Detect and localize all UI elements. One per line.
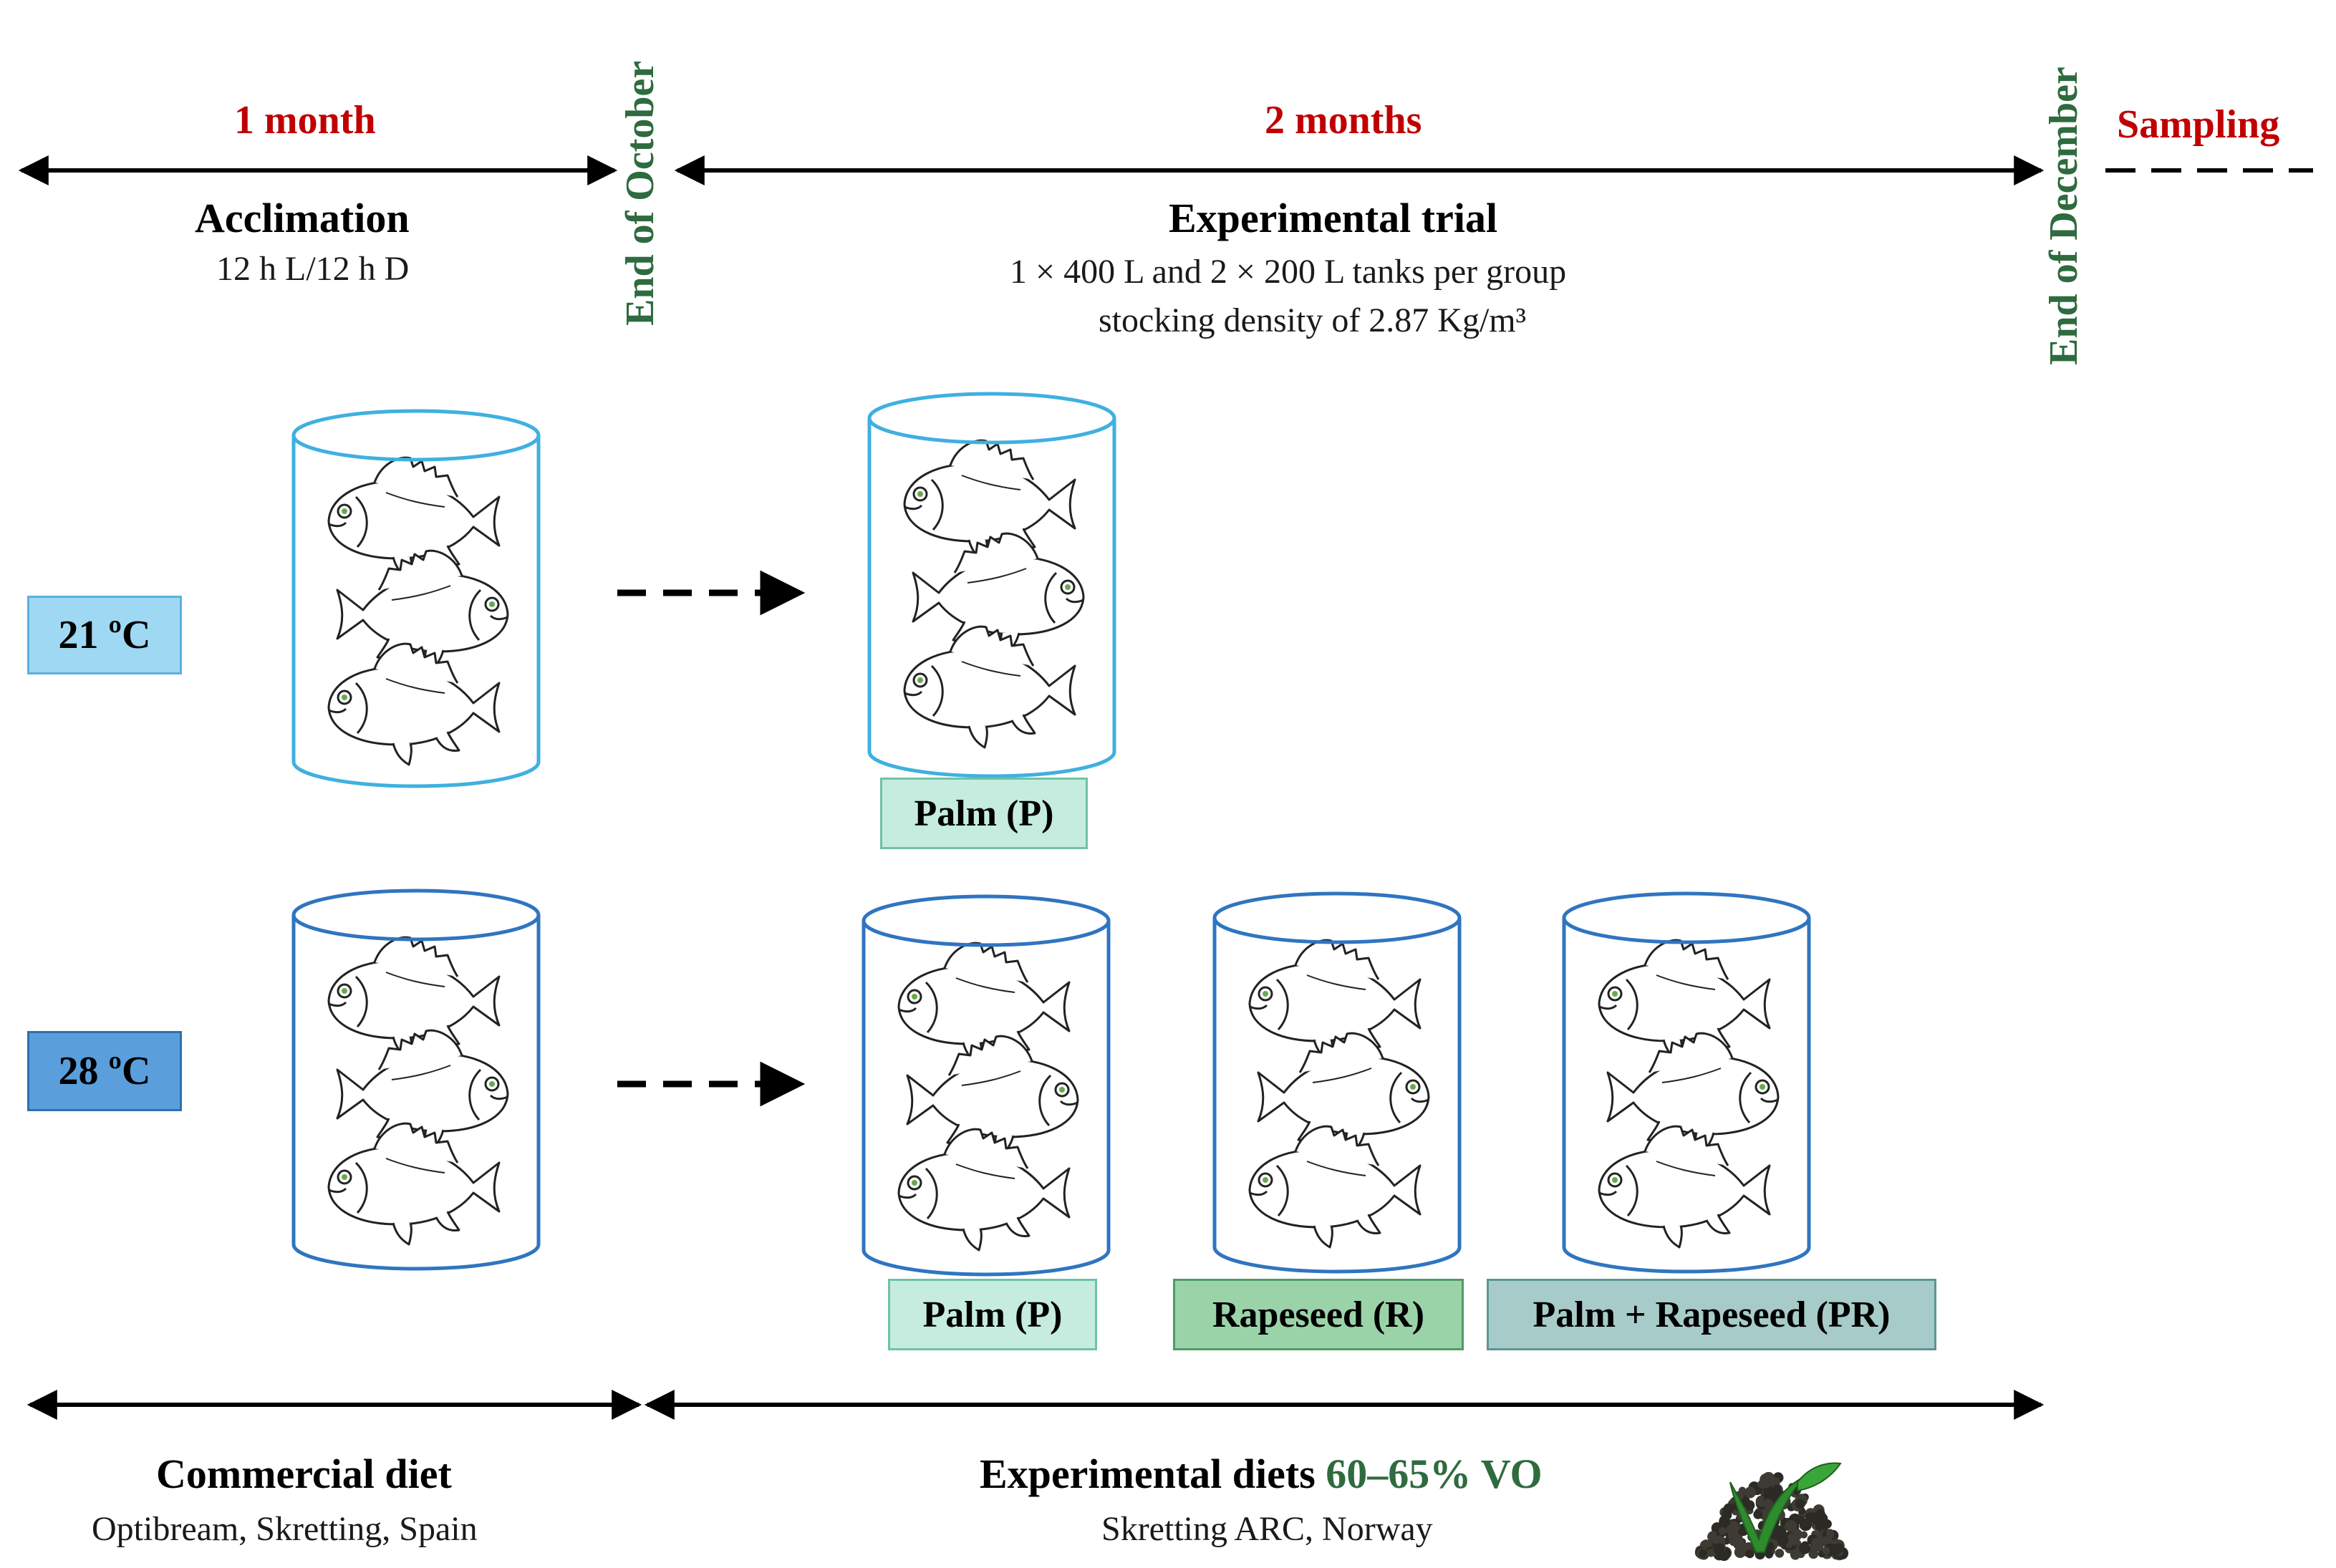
acclimation-title: Acclimation — [195, 195, 410, 241]
tanks-text: 1 × 400 L and 2 × 200 L tanks per group — [1010, 253, 1567, 291]
diet-label-palm-21: Palm (P) — [880, 778, 1088, 849]
commercial-diet-title: Commercial diet — [156, 1451, 452, 1497]
fish-icon — [1248, 939, 1422, 1063]
fish-icon — [906, 1035, 1079, 1158]
fish-icon — [327, 1122, 501, 1246]
leaf-icon — [1729, 1476, 1805, 1553]
experimental-diet-vo: 60–65% VO — [1326, 1451, 1543, 1497]
fish-icon — [903, 439, 1076, 563]
experimental-diet-title-text: Experimental diets — [980, 1451, 1316, 1497]
end-of-october-label: End of October — [618, 60, 662, 326]
tank-28-acclimation — [291, 889, 541, 1271]
tank-21-palm — [867, 392, 1116, 778]
diet-label-palm-rapeseed-28: Palm + Rapeseed (PR) — [1487, 1279, 1936, 1350]
fish-icon — [903, 625, 1076, 749]
fish-icon — [1598, 939, 1771, 1063]
experimental-diet-source: Skretting ARC, Norway — [1101, 1510, 1433, 1548]
fish-icon — [1598, 1125, 1771, 1249]
sampling-label: Sampling — [2117, 102, 2280, 147]
tank-28-palm-rapeseed — [1562, 891, 1811, 1274]
tank-28-rapeseed — [1212, 891, 1462, 1274]
experimental-diet-title: Experimental diets 60–65% VO — [980, 1453, 1543, 1495]
density-text: stocking density of 2.87 Kg/m³ — [1099, 301, 1527, 339]
fish-icon — [327, 936, 501, 1060]
diet-label-rapeseed-28: Rapeseed (R) — [1173, 1279, 1464, 1350]
pellet-pile-icon — [1694, 1462, 1849, 1561]
tank-21-acclimation — [291, 409, 541, 788]
commercial-diet-source: Optibream, Skretting, Spain — [92, 1510, 478, 1548]
photoperiod-text: 12 h L/12 h D — [216, 250, 410, 288]
trial-duration: 2 months — [1265, 98, 1422, 142]
fish-icon — [897, 942, 1071, 1065]
temp-28-box: 28 ºC — [27, 1031, 182, 1111]
acclimation-duration: 1 month — [234, 98, 376, 142]
fish-icon — [336, 549, 509, 673]
fish-icon — [897, 1128, 1071, 1252]
fish-icon — [327, 642, 501, 766]
end-of-december-label: End of December — [2042, 67, 2086, 365]
trial-title: Experimental trial — [1169, 195, 1498, 241]
diet-label-palm-28: Palm (P) — [888, 1279, 1097, 1350]
fish-icon — [1248, 1125, 1422, 1249]
temp-21-box: 21 ºC — [27, 596, 182, 674]
fish-icon — [1606, 1032, 1780, 1156]
tank-28-palm — [861, 894, 1111, 1277]
